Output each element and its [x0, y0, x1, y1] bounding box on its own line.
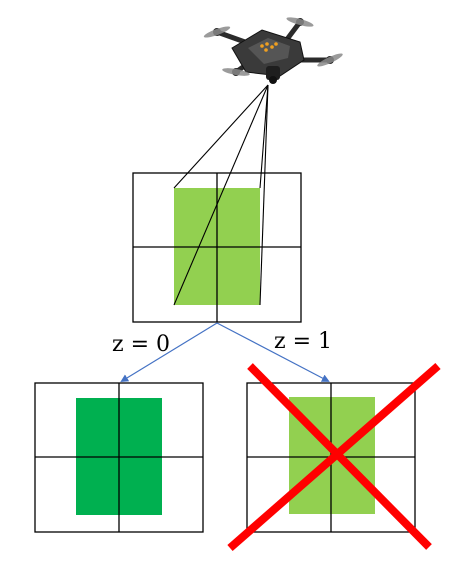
branch-arrows — [120, 322, 330, 383]
quadcopter-drone-icon — [203, 17, 343, 84]
label-z-equals-0: z = 0 — [112, 332, 170, 357]
bottom-left-grid — [34, 382, 204, 533]
arrow-right — [216, 322, 330, 382]
red-x-cross-icon — [227, 362, 441, 552]
camera-projection-lines — [173, 84, 269, 306]
top-grid — [132, 172, 302, 323]
label-z-equals-1: z = 1 — [274, 329, 332, 354]
arrow-left — [120, 322, 218, 383]
